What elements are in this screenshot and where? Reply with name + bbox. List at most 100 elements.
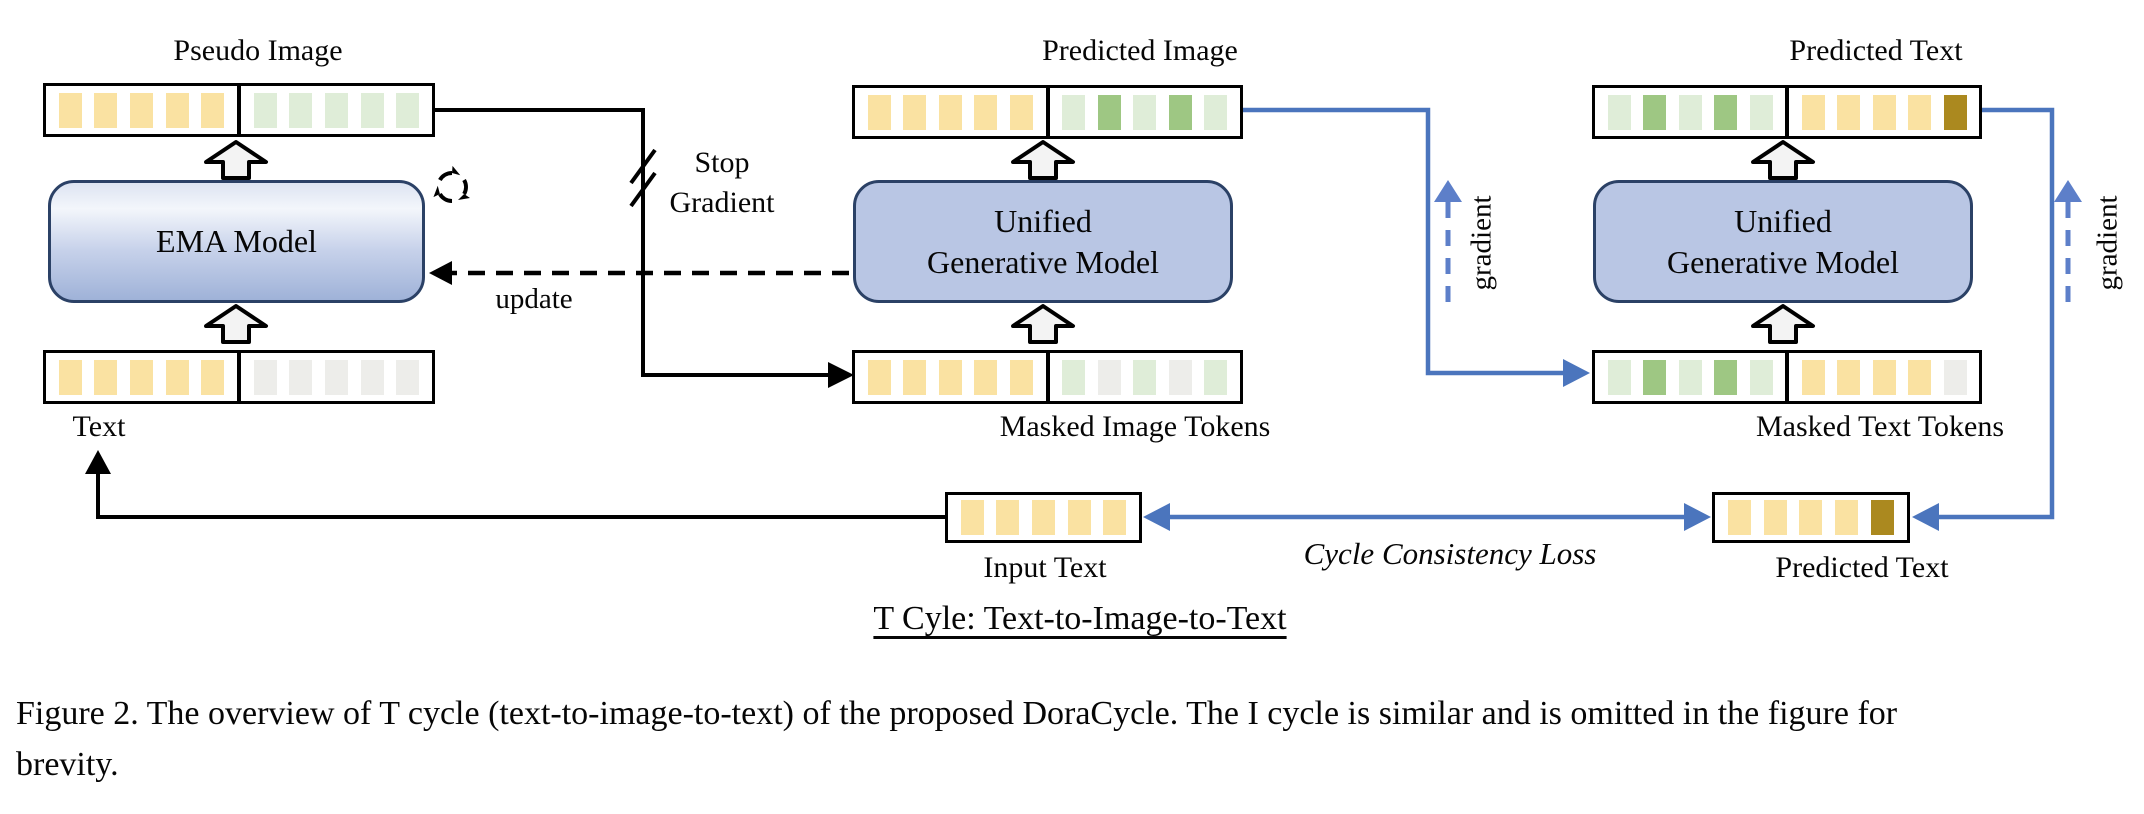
token-gy (1097, 359, 1121, 395)
token-gm (1643, 359, 1666, 395)
token-y (1908, 94, 1931, 130)
predicted-text-blue-path (1936, 107, 2055, 520)
stop-gradient-arrowhead-icon (828, 362, 854, 388)
predicted-text-top-label: Predicted Text (1789, 34, 1963, 67)
ema-model-label: EMA Model (156, 223, 317, 259)
token-gl (1607, 94, 1631, 130)
token-gl (1678, 359, 1702, 395)
stop-gradient-slash-icon (629, 171, 657, 208)
stop-gradient-label-line1: Stop (694, 146, 750, 179)
diagram-title: T Cyle: Text-to-Image-to-Text (873, 600, 1287, 637)
update-label: update (495, 283, 573, 315)
token-gl (289, 92, 313, 128)
token-gm (1643, 94, 1666, 130)
refresh-icon (433, 165, 470, 203)
pseudo-image-label: Pseudo Image (173, 34, 343, 67)
predicted-image-token-bar (852, 85, 1243, 139)
ema-model-box: EMA Model (48, 180, 425, 303)
token-gl (1749, 94, 1773, 130)
unified-generative-model-box-right: Unified Generative Model (1593, 180, 1973, 303)
image-to-text-blue-path (1243, 107, 1568, 376)
token-y (1837, 94, 1860, 130)
up-arrow-icon (204, 304, 268, 344)
update-arrowhead-icon (429, 261, 452, 285)
token-y (1009, 359, 1033, 395)
gradient-arrowhead-2-icon (2054, 180, 2082, 202)
text-token-bar (43, 350, 435, 404)
connector-layer (85, 107, 2082, 531)
token-gl (1204, 359, 1228, 395)
predicted-text-top-bar-half-1 (1595, 88, 1785, 136)
token-y (938, 94, 962, 130)
token-y (165, 92, 189, 128)
gradient-arrowhead-1-icon (1434, 180, 1462, 202)
token-gl (360, 92, 384, 128)
token-y (94, 359, 118, 395)
gradient-label-1: gradient (1465, 195, 1498, 291)
token-y (974, 359, 998, 395)
token-y (58, 359, 82, 395)
stop-gradient-label-line2: Gradient (669, 186, 775, 219)
ugm-label-line2: Generative Model (927, 243, 1159, 280)
gradient-label-2: gradient (2091, 195, 2124, 291)
token-y (94, 92, 118, 128)
predicted-text-top-bar-half-2 (1785, 88, 1979, 136)
token-y (165, 359, 189, 395)
masked-image-tokens-bar-half-1 (855, 353, 1046, 401)
token-y (1103, 500, 1127, 535)
text-bar-half-1 (46, 353, 237, 401)
unified-generative-model-box-middle: Unified Generative Model (853, 180, 1233, 303)
token-gl (1133, 359, 1157, 395)
token-gy (396, 359, 420, 395)
token-y (867, 94, 891, 130)
token-gl (1607, 359, 1631, 395)
token-gy (289, 359, 313, 395)
token-y (201, 92, 225, 128)
predicted-text-bottom-token-bar (1712, 492, 1910, 543)
pseudo-image-token-bar (43, 83, 435, 137)
token-gm (1168, 94, 1192, 130)
token-y (996, 500, 1020, 535)
cycle-consistency-loss-label: Cycle Consistency Loss (1303, 536, 1597, 571)
token-y (960, 500, 984, 535)
block-up-arrows (204, 140, 1815, 344)
up-arrow-icon (1011, 304, 1075, 344)
predicted-text-bottom-label: Predicted Text (1775, 551, 1949, 584)
token-gy (1168, 359, 1192, 395)
input-to-text-arrowhead-icon (85, 450, 111, 474)
token-y (903, 94, 927, 130)
stop-gradient-path (435, 108, 832, 377)
token-gl (1749, 359, 1773, 395)
up-arrow-icon (1751, 304, 1815, 344)
stop-gradient-slash-icon (629, 148, 657, 185)
predicted-text-arrowhead-icon (1912, 503, 1939, 531)
token-gd (1871, 500, 1895, 535)
caption-line-1: Figure 2. The overview of T cycle (text-… (16, 695, 1898, 732)
ugm-label-line1: Unified (1734, 202, 1832, 239)
masked-text-tokens-bar-half-1 (1595, 353, 1785, 401)
caption-line-2: brevity. (16, 746, 119, 783)
token-y (58, 92, 82, 128)
token-gl (1204, 94, 1228, 130)
masked-image-tokens-bar-half-2 (1045, 353, 1241, 401)
input-text-bar-half-1 (948, 495, 1139, 540)
predicted-image-label: Predicted Image (1042, 34, 1238, 67)
token-y (1872, 359, 1896, 395)
predicted-image-bar-half-1 (855, 88, 1046, 136)
token-gl (1678, 94, 1702, 130)
token-gy (1943, 359, 1967, 395)
token-gl (1062, 94, 1086, 130)
predicted-text-bottom-bar-half-1 (1715, 495, 1907, 540)
token-y (1801, 359, 1825, 395)
masked-text-tokens-bar-half-2 (1785, 353, 1979, 401)
up-arrow-icon (204, 140, 268, 180)
token-y (903, 359, 927, 395)
up-arrow-icon (1751, 140, 1815, 180)
cycle-loss-left-arrowhead-icon (1143, 503, 1170, 531)
token-y (867, 359, 891, 395)
token-gy (360, 359, 384, 395)
masked-image-token-bar (852, 350, 1243, 404)
token-gl (324, 92, 348, 128)
token-y (1837, 359, 1860, 395)
